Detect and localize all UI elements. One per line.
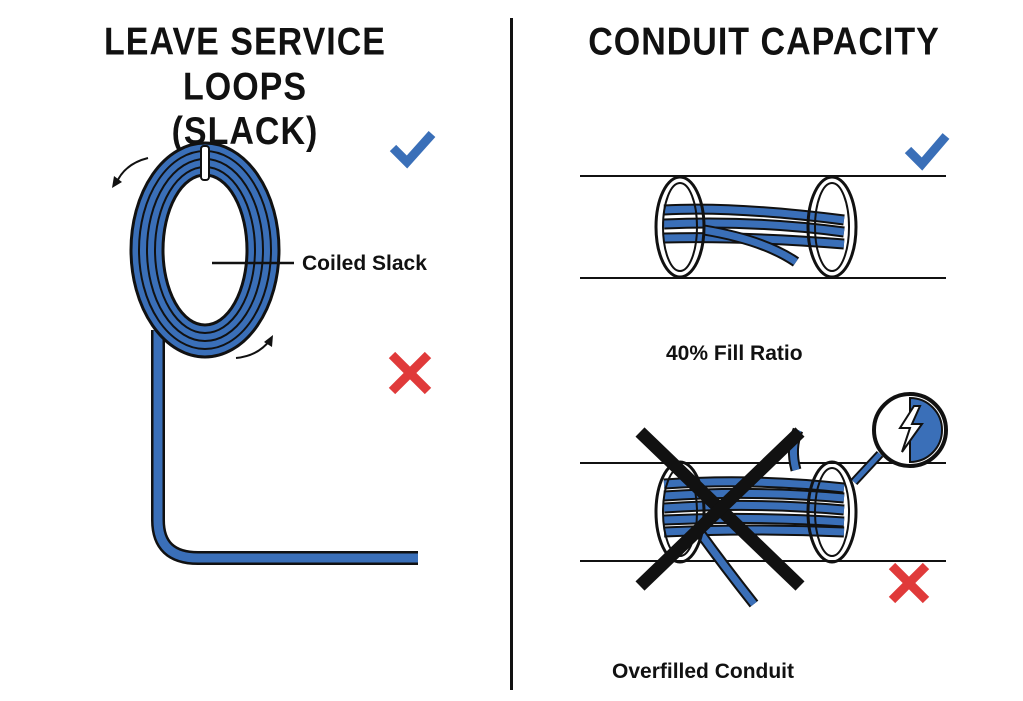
service-loop-panel: LEAVE SERVICE LOOPS (SLACK) <box>0 0 510 701</box>
conduit-capacity-title: CONDUIT CAPACITY <box>588 20 940 64</box>
magnifier-icon <box>850 392 948 486</box>
conduit-good <box>580 175 946 279</box>
cable-coil <box>129 141 281 359</box>
fill-ratio-label: 40% Fill Ratio <box>666 342 803 365</box>
cable-bundle-good <box>663 203 845 267</box>
service-loop-title-line1: LEAVE SERVICE LOOPS <box>104 20 386 109</box>
lightning-icon <box>898 405 924 453</box>
large-x-icon <box>635 427 805 591</box>
overfilled-conduit-label: Overfilled Conduit <box>612 660 795 683</box>
cable-tie <box>200 145 210 181</box>
service-loop-title: LEAVE SERVICE LOOPS (SLACK) <box>60 20 430 155</box>
coiled-slack-illustration <box>112 131 436 565</box>
panel-divider <box>510 18 513 690</box>
check-icon <box>904 133 950 171</box>
conduit-capacity-panel: CONDUIT CAPACITY <box>514 0 1023 701</box>
cable-tail <box>151 330 418 565</box>
cross-icon <box>888 562 930 604</box>
conduit-illustration <box>580 133 950 608</box>
rotation-arrow-icon <box>115 157 149 185</box>
cable-bundle-overfilled <box>663 427 845 608</box>
cross-icon <box>388 351 432 395</box>
check-icon <box>389 131 436 169</box>
coiled-slack-label: Coiled Slack <box>302 252 427 275</box>
